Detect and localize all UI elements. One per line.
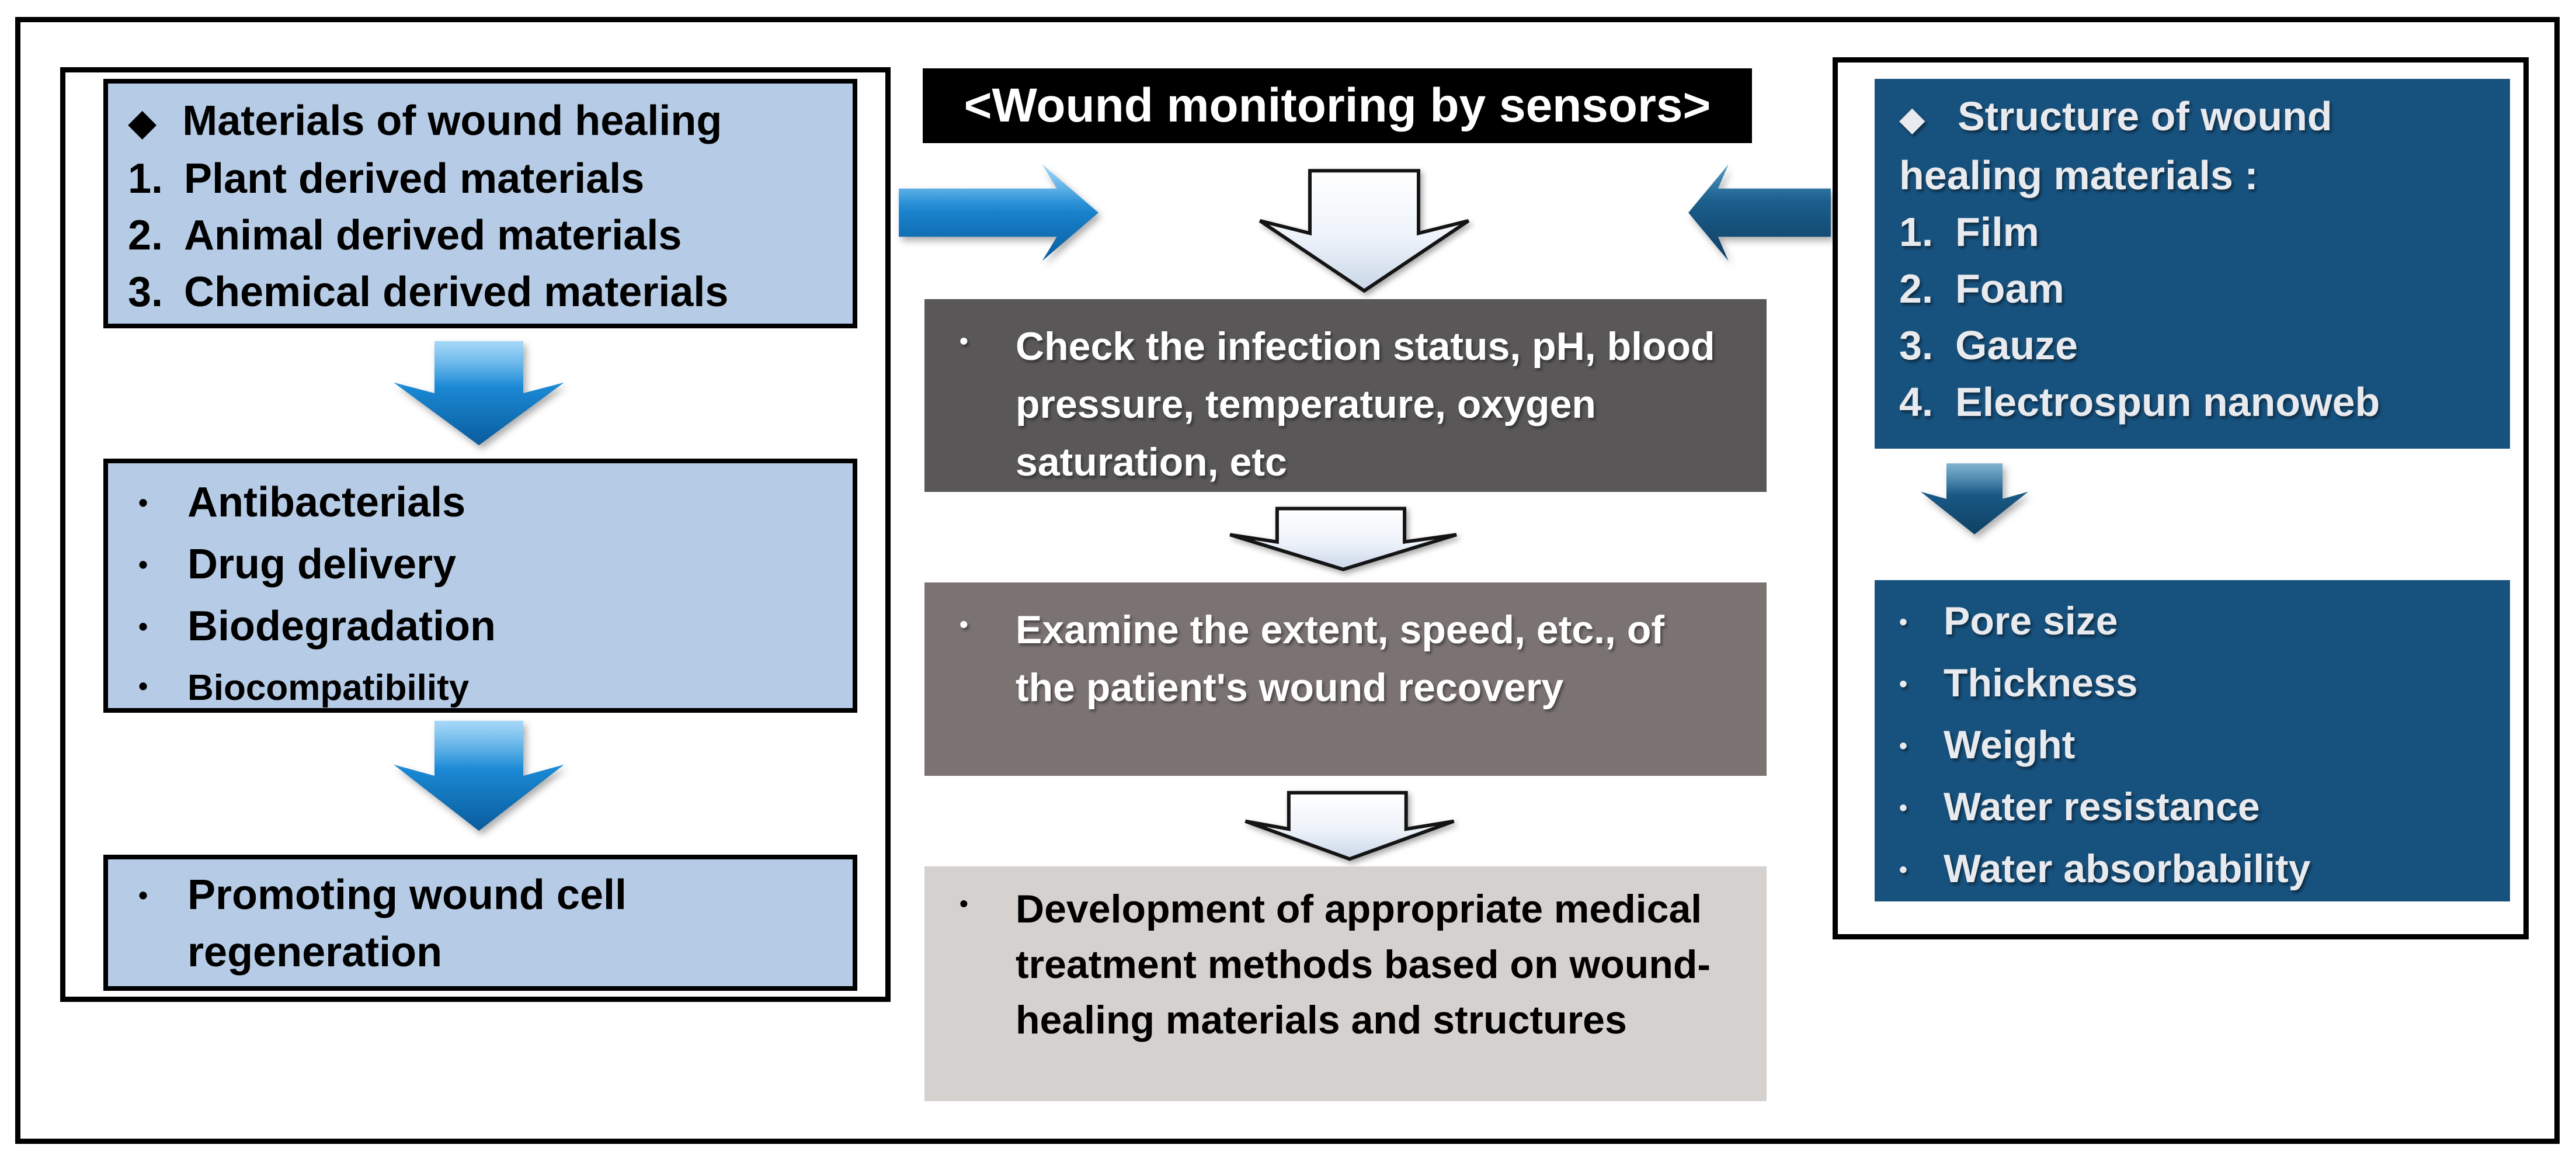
item-number: 2. xyxy=(128,212,164,259)
item-label: Foam xyxy=(1955,266,2064,311)
materials-heading: Materials of wound healing xyxy=(182,98,722,144)
metrics-box: • Pore size • Thickness • Weight • Water… xyxy=(1875,580,2510,901)
list-item: 2. Foam xyxy=(1899,261,2498,317)
item-label: Thickness xyxy=(1944,661,2138,705)
bullet-icon: • xyxy=(1899,671,1908,697)
bullet-icon: • xyxy=(138,549,148,580)
item-label: Antibacterials xyxy=(187,479,466,526)
title-text: <Wound monitoring by sensors> xyxy=(964,79,1711,132)
item-number: 2. xyxy=(1899,266,1934,311)
list-item: • Weight xyxy=(1899,717,2498,779)
darkblue-down-arrow-icon xyxy=(1920,463,2029,535)
list-item: 3. Chemical derived materials xyxy=(128,264,843,321)
item-label: Weight xyxy=(1944,723,2076,767)
item-label: Pore size xyxy=(1944,599,2118,643)
step-text: Examine the extent, speed, etc., of the … xyxy=(1016,608,1665,710)
list-item: • Water absorbability xyxy=(1899,841,2498,903)
diamond-icon: ◆ xyxy=(128,101,157,143)
bullet-icon: • xyxy=(1899,795,1908,821)
item-label: Chemical derived materials xyxy=(184,269,729,315)
item-label: Gauze xyxy=(1955,322,2078,368)
outcome-box: • Promoting wound cell regeneration xyxy=(103,855,857,991)
item-number: 4. xyxy=(1899,379,1934,425)
item-number: 1. xyxy=(1899,209,1934,255)
bullet-icon: • xyxy=(1899,857,1908,883)
bullet-icon: • xyxy=(138,671,148,701)
item-number: 3. xyxy=(128,269,164,315)
bullet-icon: • xyxy=(138,880,148,910)
list-item: 3. Gauze xyxy=(1899,317,2498,374)
page-title: <Wound monitoring by sensors> xyxy=(923,68,1752,143)
bullet-icon: • xyxy=(960,327,968,355)
list-item: • Pore size xyxy=(1899,593,2498,655)
list-item: 1. Plant derived materials xyxy=(128,151,843,207)
step-text: Development of appropriate medical treat… xyxy=(1016,887,1711,1042)
structure-box: ◆ Structure of wound healing materials :… xyxy=(1875,79,2510,449)
item-label: Water resistance xyxy=(1944,785,2260,829)
step-development-box: • Development of appropriate medical tre… xyxy=(924,866,1767,1101)
bullet-icon: • xyxy=(960,890,968,917)
item-label: Plant derived materials xyxy=(184,155,645,202)
blue-down-arrow-icon xyxy=(394,720,564,831)
materials-heading-row: ◆ Materials of wound healing xyxy=(128,93,843,151)
list-item: • Drug delivery xyxy=(138,536,843,598)
white-down-arrow-icon xyxy=(1225,506,1461,571)
bullet-icon: • xyxy=(1899,733,1908,759)
list-item: • Biocompatibility xyxy=(138,660,843,719)
list-item: • Thickness xyxy=(1899,655,2498,717)
item-label: Electrospun nanoweb xyxy=(1955,379,2380,425)
step-check-box: • Check the infection status, pH, blood … xyxy=(924,299,1767,492)
properties-box: • Antibacterials • Drug delivery • Biode… xyxy=(103,459,857,713)
item-label: Film xyxy=(1955,209,2039,255)
structure-heading: Structure of wound healing materials : xyxy=(1899,93,2332,198)
diamond-icon: ◆ xyxy=(1899,100,1925,138)
list-item: 1. Film xyxy=(1899,204,2498,261)
list-item: • Water resistance xyxy=(1899,779,2498,841)
item-label: Promoting wound cell regeneration xyxy=(187,872,627,976)
step-examine-box: • Examine the extent, speed, etc., of th… xyxy=(924,582,1767,776)
white-down-arrow-icon xyxy=(1256,168,1473,293)
list-item: • Antibacterials xyxy=(138,474,843,536)
step-text: Check the infection status, pH, blood pr… xyxy=(1016,324,1715,484)
blue-down-arrow-icon xyxy=(394,341,564,446)
item-label: Drug delivery xyxy=(187,541,457,588)
item-label: Biodegradation xyxy=(187,603,496,650)
bullet-icon: • xyxy=(960,611,968,638)
list-item: 4. Electrospun nanoweb xyxy=(1899,374,2498,431)
item-number: 3. xyxy=(1899,322,1934,368)
list-item: • Biodegradation xyxy=(138,598,843,660)
white-down-arrow-icon xyxy=(1241,790,1458,861)
item-number: 1. xyxy=(128,155,164,202)
item-label: Water absorbability xyxy=(1944,847,2311,891)
item-label: Biocompatibility xyxy=(187,668,470,708)
materials-box: ◆ Materials of wound healing 1. Plant de… xyxy=(103,79,857,328)
outer-border xyxy=(15,17,2560,1144)
darkblue-left-arrow-icon xyxy=(1688,164,1831,261)
bullet-icon: • xyxy=(138,487,148,518)
structure-heading-row: ◆ Structure of wound healing materials : xyxy=(1899,88,2460,204)
bullet-icon: • xyxy=(1899,609,1908,635)
item-label: Animal derived materials xyxy=(184,212,682,259)
list-item: 2. Animal derived materials xyxy=(128,207,843,264)
bullet-icon: • xyxy=(138,611,148,641)
blue-right-arrow-icon xyxy=(899,164,1098,261)
list-item: • Promoting wound cell regeneration xyxy=(138,866,843,981)
